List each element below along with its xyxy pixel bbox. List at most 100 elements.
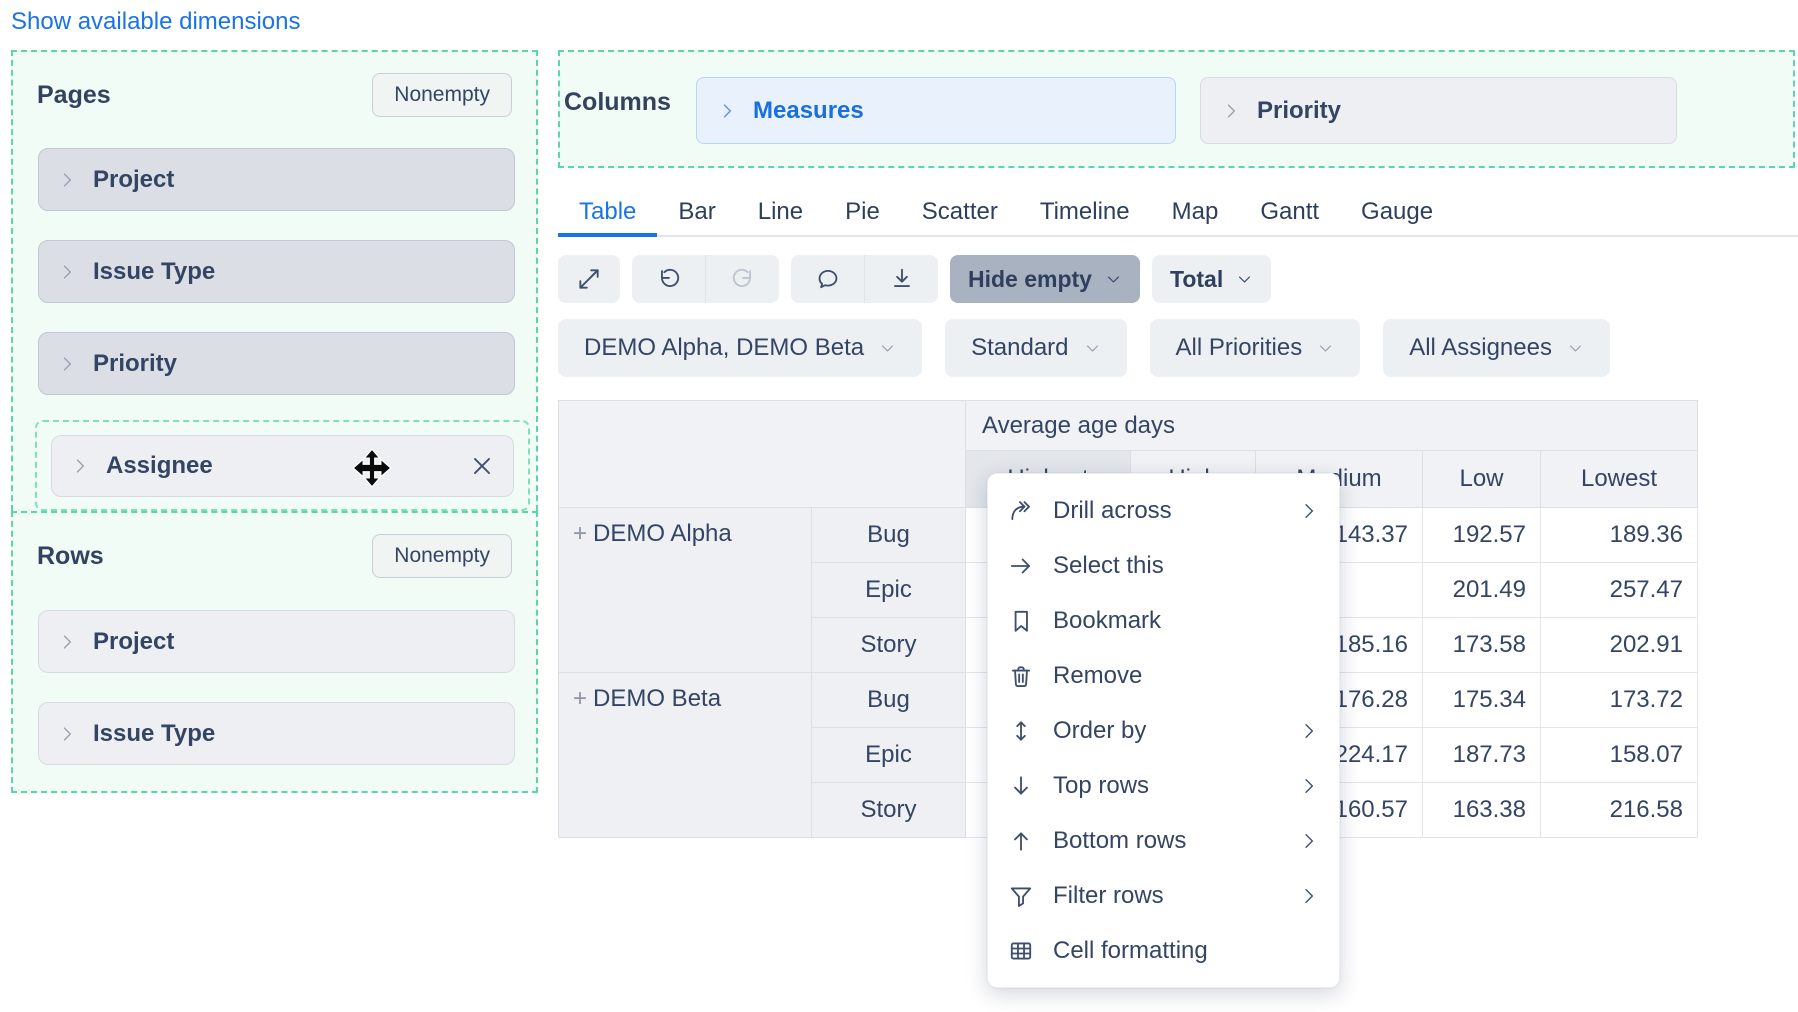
hide-empty-dropdown[interactable]: Hide empty xyxy=(950,255,1140,303)
menu-item-remove[interactable]: Remove xyxy=(988,648,1339,703)
close-icon[interactable] xyxy=(469,453,495,479)
row-header-issue-type[interactable]: Bug xyxy=(811,507,966,563)
tab-map[interactable]: Map xyxy=(1171,197,1219,225)
pages-item-issue-type[interactable]: Issue Type xyxy=(38,240,515,303)
rows-item-issue-type[interactable]: Issue Type xyxy=(38,702,515,765)
expand-button[interactable] xyxy=(558,255,620,303)
value-cell[interactable]: 175.34 xyxy=(1422,672,1541,728)
pages-title: Pages xyxy=(37,80,111,109)
menu-item-label: Bottom rows xyxy=(1053,826,1187,854)
arrow-down-icon xyxy=(1014,775,1028,795)
value-cell[interactable]: 173.58 xyxy=(1422,617,1541,673)
value-cell[interactable]: 158.07 xyxy=(1540,727,1698,783)
filter-label: DEMO Alpha, DEMO Beta xyxy=(584,334,865,361)
value-cell[interactable]: 192.57 xyxy=(1422,507,1541,563)
menu-item-label: Filter rows xyxy=(1053,881,1164,909)
pages-item-priority[interactable]: Priority xyxy=(38,332,515,395)
expand-plus-icon[interactable]: + xyxy=(573,520,588,547)
filter-label: Standard xyxy=(971,334,1069,361)
menu-item-top-rows[interactable]: Top rows xyxy=(988,758,1339,813)
column-header-lowest[interactable]: Lowest xyxy=(1540,450,1698,508)
chevron-right-icon xyxy=(63,264,72,279)
expand-plus-icon[interactable]: + xyxy=(573,685,588,712)
dimension-label: Project xyxy=(93,627,175,655)
value-cell[interactable]: 201.49 xyxy=(1422,562,1541,618)
columns-item-measures[interactable]: Measures xyxy=(696,77,1176,144)
value-cell[interactable]: 216.58 xyxy=(1540,782,1698,838)
row-header-issue-type[interactable]: Bug xyxy=(811,672,966,728)
row-header-issue-type[interactable]: Epic xyxy=(811,562,966,618)
table-toolbar: Hide empty Total xyxy=(558,255,1272,303)
rows-panel: Rows Nonempty Project Issue Type xyxy=(11,511,538,793)
tab-scatter[interactable]: Scatter xyxy=(921,197,998,225)
measure-group-header[interactable]: Average age days xyxy=(965,400,1698,451)
chevron-down-icon xyxy=(1107,275,1120,283)
columns-item-priority[interactable]: Priority xyxy=(1200,77,1677,144)
tab-pie[interactable]: Pie xyxy=(845,197,880,225)
menu-item-bookmark[interactable]: Bookmark xyxy=(988,593,1339,648)
project-filter-dropdown[interactable]: DEMO Alpha, DEMO Beta xyxy=(558,319,923,377)
menu-item-select-this[interactable]: Select this xyxy=(988,538,1339,593)
redo-icon xyxy=(732,268,751,287)
row-header-issue-type[interactable]: Epic xyxy=(811,727,966,783)
undo-button[interactable] xyxy=(632,255,705,303)
undo-redo-group xyxy=(632,255,779,303)
comments-button[interactable] xyxy=(791,255,864,303)
chevron-down-icon xyxy=(1239,275,1251,283)
rows-item-project[interactable]: Project xyxy=(38,610,515,673)
rows-nonempty-button[interactable]: Nonempty xyxy=(372,534,512,578)
chevron-down-icon xyxy=(1320,344,1332,352)
page-filters: DEMO Alpha, DEMO Beta Standard All Prior… xyxy=(558,319,1610,377)
tab-line[interactable]: Line xyxy=(757,197,804,225)
priority-filter-dropdown[interactable]: All Priorities xyxy=(1149,319,1361,377)
dimension-label: Priority xyxy=(1257,96,1342,124)
tab-gantt[interactable]: Gantt xyxy=(1260,197,1320,225)
rows-title: Rows xyxy=(37,541,104,570)
chevron-right-icon xyxy=(76,459,85,473)
arrow-right-icon xyxy=(1010,558,1031,573)
value-cell[interactable]: 187.73 xyxy=(1422,727,1541,783)
tab-timeline[interactable]: Timeline xyxy=(1039,197,1130,225)
tab-table[interactable]: Table xyxy=(558,188,658,237)
value-cell[interactable]: 189.36 xyxy=(1540,507,1698,563)
download-icon xyxy=(893,268,910,287)
menu-item-label: Select this xyxy=(1053,551,1164,579)
column-header-low[interactable]: Low xyxy=(1422,450,1541,508)
row-header-issue-type[interactable]: Story xyxy=(811,782,966,838)
menu-item-label: Cell formatting xyxy=(1053,936,1208,964)
menu-item-bottom-rows[interactable]: Bottom rows xyxy=(988,813,1339,868)
assignee-filter-dropdown[interactable]: All Assignees xyxy=(1383,319,1610,377)
menu-item-filter-rows[interactable]: Filter rows xyxy=(988,868,1339,923)
submenu-chevron-icon xyxy=(1305,778,1314,793)
menu-item-label: Order by xyxy=(1053,716,1147,744)
tab-gauge[interactable]: Gauge xyxy=(1361,197,1434,225)
row-header-issue-type[interactable]: Story xyxy=(811,617,966,673)
value-cell[interactable]: 173.72 xyxy=(1540,672,1698,728)
download-button[interactable] xyxy=(864,255,938,303)
show-available-dimensions-link[interactable]: Show available dimensions xyxy=(11,8,301,35)
pages-item-project[interactable]: Project xyxy=(38,148,515,211)
drill-across-icon xyxy=(1011,500,1030,520)
value-cell[interactable]: 163.38 xyxy=(1422,782,1541,838)
tab-bar[interactable]: Bar xyxy=(678,197,716,225)
issue-type-filter-dropdown[interactable]: Standard xyxy=(945,319,1127,377)
grid-icon xyxy=(1010,941,1032,960)
pages-item-assignee-dragging[interactable]: Assignee xyxy=(51,435,514,497)
total-dropdown[interactable]: Total xyxy=(1151,255,1272,303)
pages-nonempty-button[interactable]: Nonempty xyxy=(372,73,512,117)
row-header-demo-beta[interactable]: +DEMO Beta xyxy=(558,672,812,838)
menu-item-label: Bookmark xyxy=(1053,606,1162,634)
filter-label: All Priorities xyxy=(1175,334,1303,361)
value-cell[interactable]: 202.91 xyxy=(1540,617,1698,673)
menu-item-cell-formatting[interactable]: Cell formatting xyxy=(988,923,1339,978)
redo-button[interactable] xyxy=(705,255,779,303)
dimension-label: Project xyxy=(93,165,175,193)
menu-item-order-by[interactable]: Order by xyxy=(988,703,1339,758)
chevron-down-icon xyxy=(1569,344,1582,352)
chevron-right-icon xyxy=(1227,103,1236,118)
value-cell[interactable]: 257.47 xyxy=(1540,562,1698,618)
menu-item-drill-across[interactable]: Drill across xyxy=(988,483,1339,538)
submenu-chevron-icon xyxy=(1305,833,1314,848)
row-header-demo-alpha[interactable]: +DEMO Alpha xyxy=(558,507,812,673)
